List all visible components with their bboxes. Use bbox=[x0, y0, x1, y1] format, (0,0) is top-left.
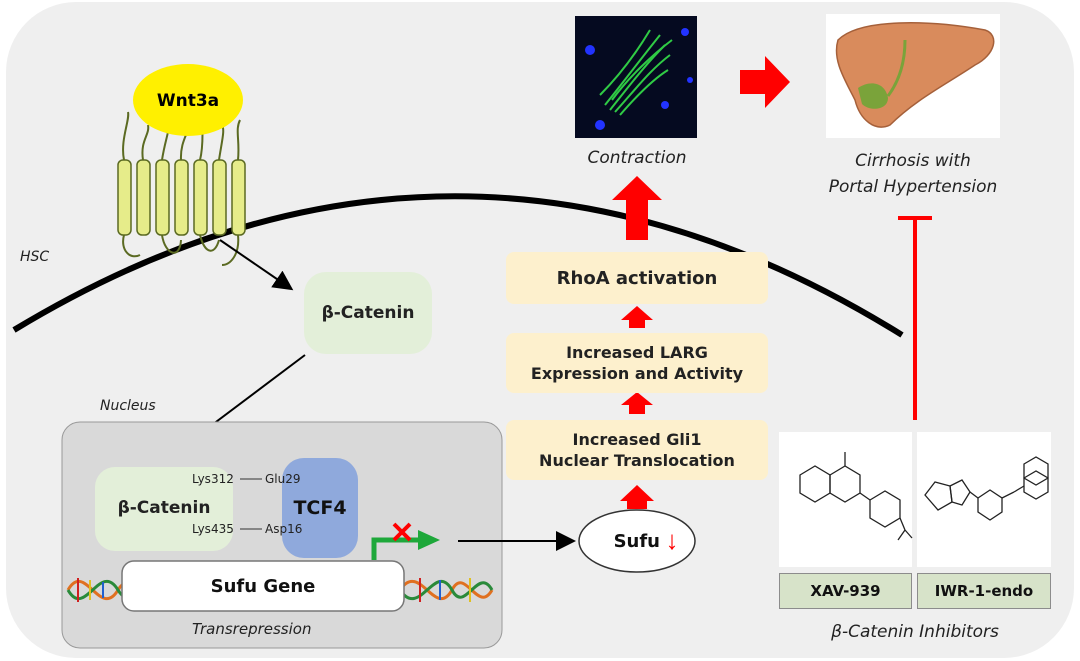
nucleus-catenin-shape bbox=[95, 467, 233, 551]
receptor-loops-lower bbox=[122, 234, 240, 266]
sufu-down-arrow-icon: ↓ bbox=[665, 524, 679, 555]
block-x-icon bbox=[392, 522, 412, 542]
transrepression-label: Transrepression bbox=[192, 620, 312, 638]
gene-label: Sufu Gene bbox=[210, 575, 316, 597]
cell-membrane bbox=[12, 193, 904, 338]
bond-lys435: Lys435 bbox=[192, 522, 234, 536]
gene-box bbox=[121, 560, 405, 612]
liver-image bbox=[826, 14, 1000, 138]
sufu-ellipse bbox=[578, 509, 696, 573]
bond-lys312: Lys312 bbox=[192, 472, 234, 486]
contraction-label: Contraction bbox=[587, 148, 687, 168]
dna-right-icon bbox=[398, 578, 494, 602]
wnt3a-label: Wnt3a bbox=[156, 91, 220, 111]
tcf4-label: TCF4 bbox=[293, 497, 347, 519]
wnt3a-ellipse bbox=[133, 64, 243, 136]
iwr1-structure-panel bbox=[917, 432, 1051, 567]
nucleus-catenin-label: β-Catenin bbox=[117, 498, 211, 518]
iwr1-structure-icon bbox=[924, 456, 1049, 521]
cirrhosis-label: Cirrhosis with Portal Hypertension bbox=[828, 151, 998, 197]
arrow-to-contraction bbox=[612, 176, 662, 240]
inhibitor-iwr1: IWR-1-endo bbox=[917, 573, 1051, 609]
sufu-label: Sufu bbox=[613, 530, 660, 552]
arrow-to-cirrhosis bbox=[740, 56, 790, 108]
inhibitor-xav939: XAV-939 bbox=[779, 573, 912, 609]
hsc-label: HSC bbox=[20, 249, 50, 265]
xav939-structure-icon bbox=[799, 452, 913, 541]
frizzled-receptor bbox=[117, 159, 246, 236]
beta-catenin-box: β-Catenin bbox=[304, 272, 432, 354]
tcf4-shape bbox=[282, 458, 358, 558]
bond-glu29: Glu29 bbox=[265, 472, 301, 486]
inhibitors-caption: β-Catenin Inhibitors bbox=[831, 622, 999, 642]
bond-asp16: Asp16 bbox=[265, 522, 303, 536]
nucleus-label: Nucleus bbox=[100, 398, 156, 414]
pathway-arrows bbox=[620, 306, 654, 509]
step-gli1: Increased Gli1 Nuclear Translocation bbox=[506, 420, 768, 480]
transcription-start-arrow bbox=[371, 537, 420, 560]
arrow-receptor-to-catenin bbox=[219, 239, 294, 291]
step-larg: Increased LARG Expression and Activity bbox=[506, 333, 768, 393]
step-rhoa: RhoA activation bbox=[506, 252, 768, 304]
contraction-cell-image bbox=[575, 16, 697, 138]
